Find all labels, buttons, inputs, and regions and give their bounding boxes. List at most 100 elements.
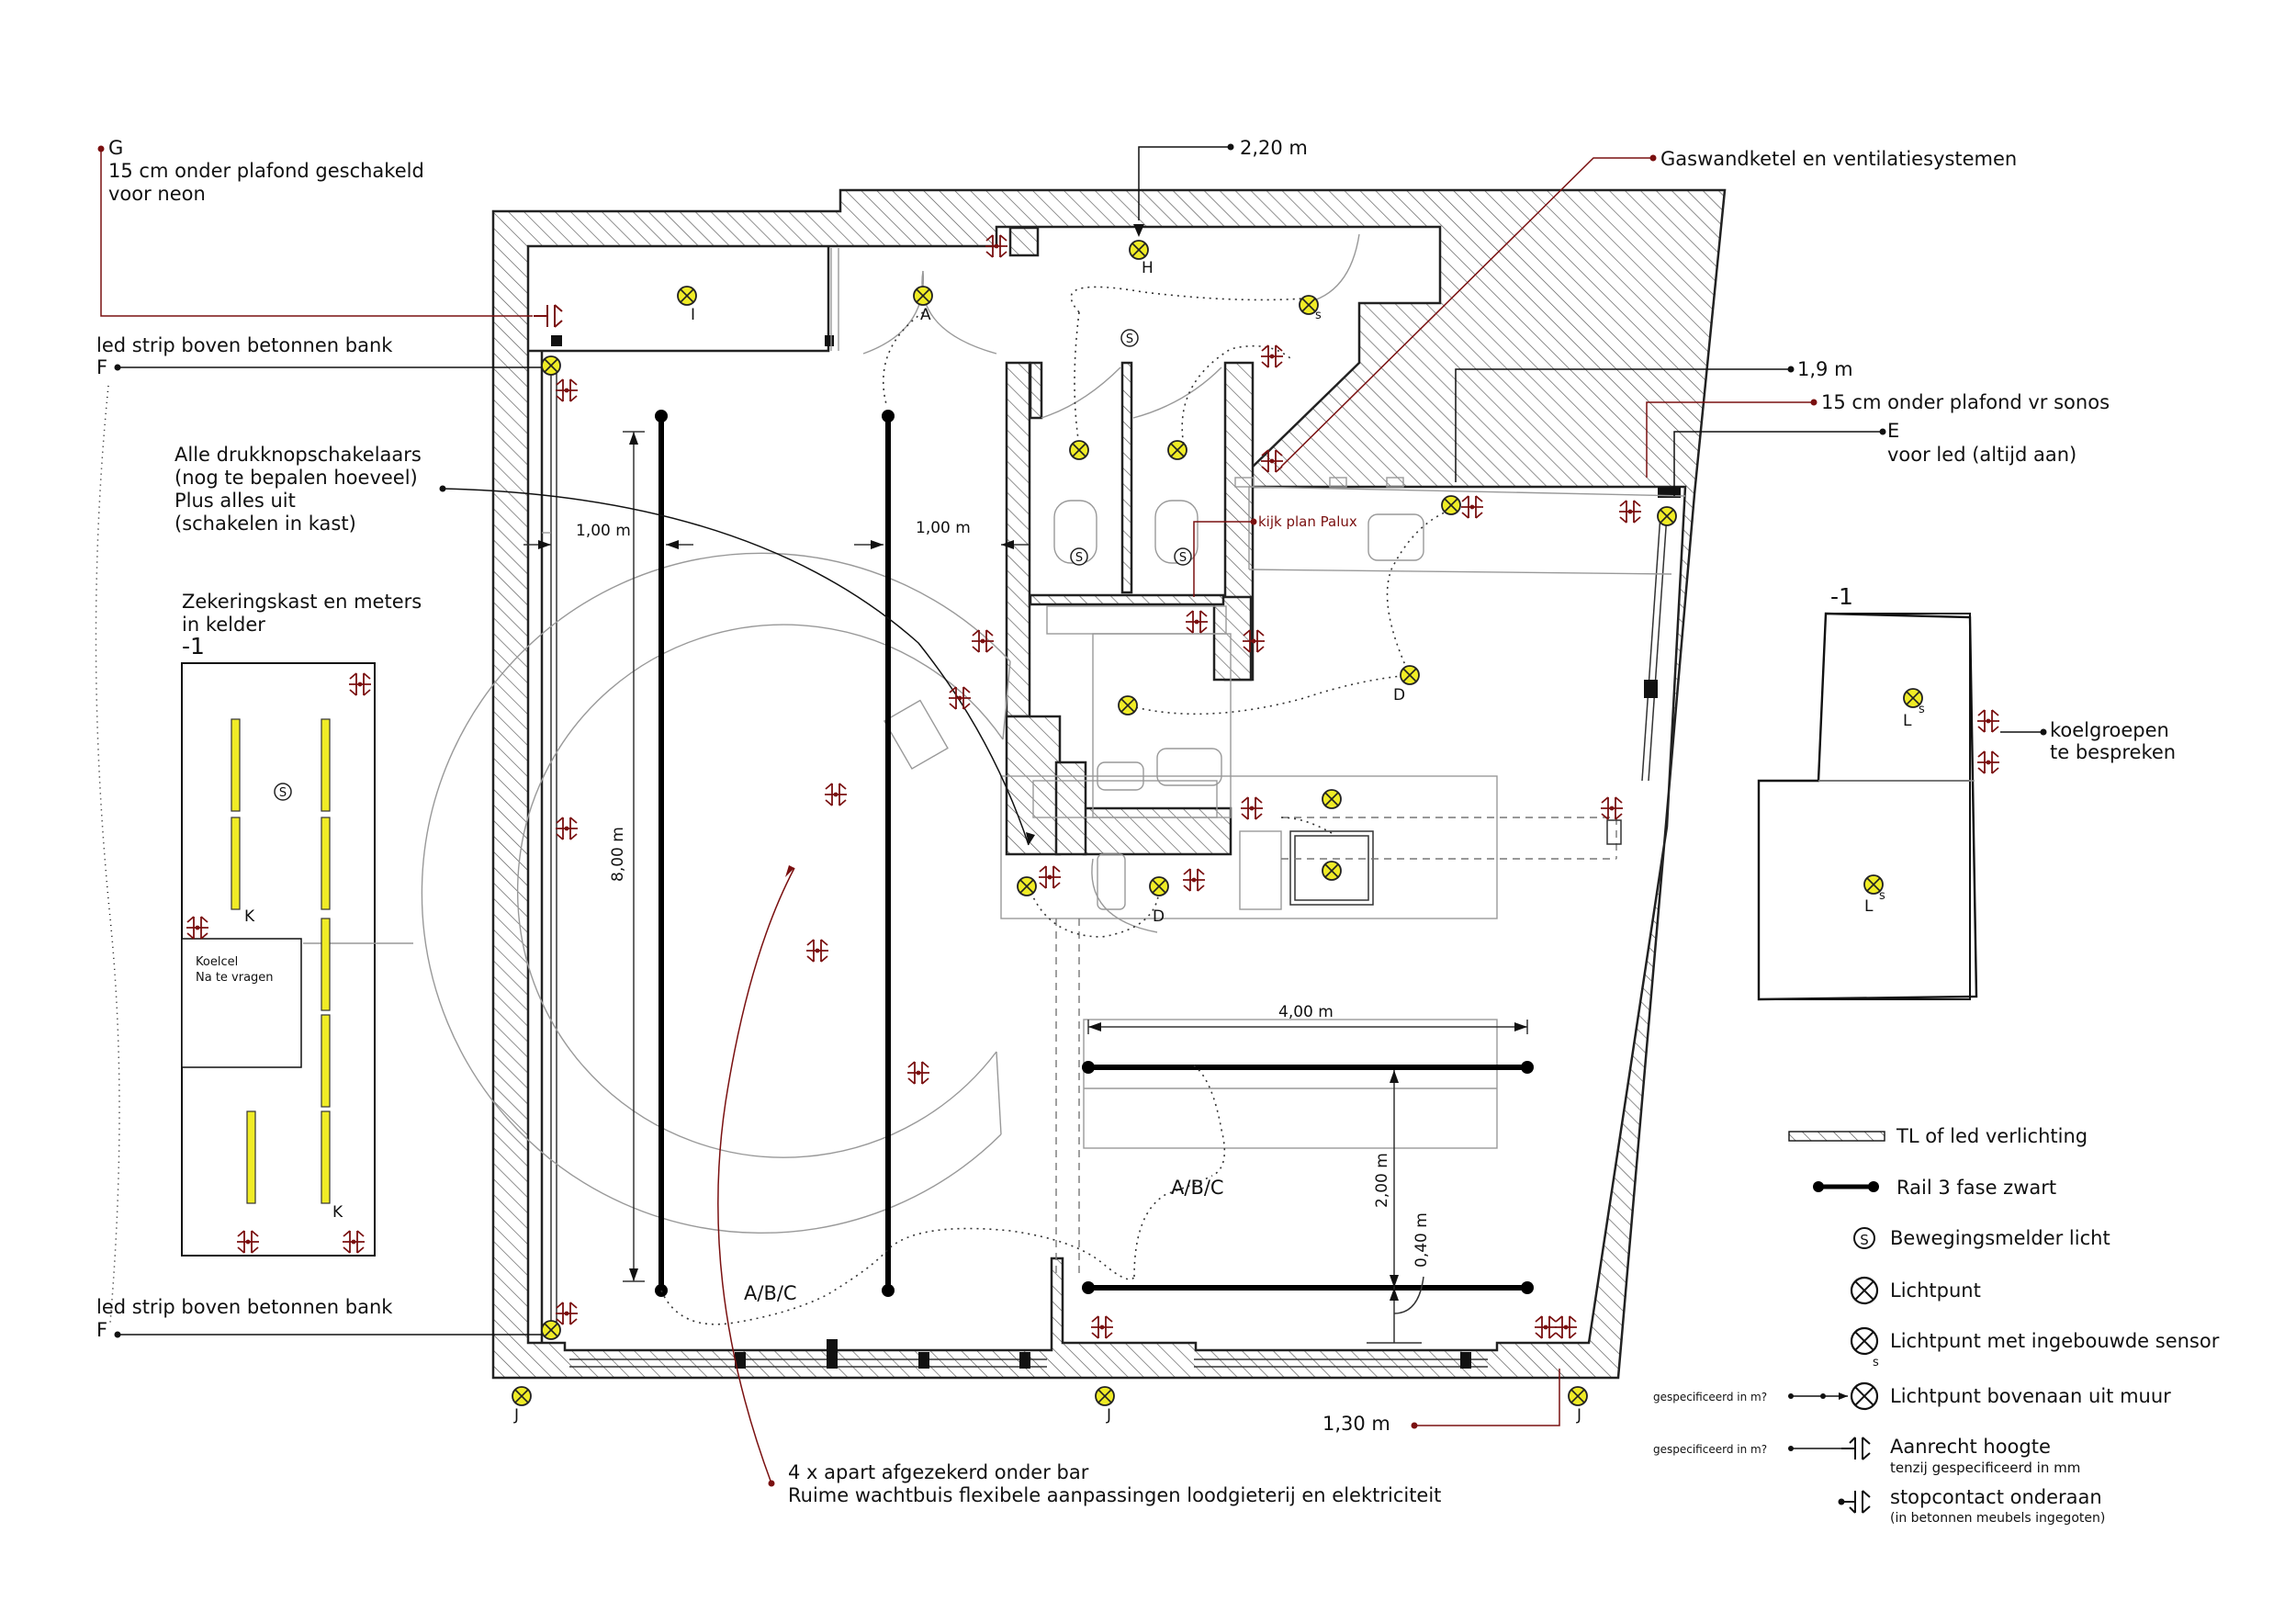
sensor-sub: s — [1919, 703, 1925, 716]
legend-rail: Rail 3 fase zwart — [1896, 1177, 2056, 1199]
motion-sensor-icon — [1174, 547, 1192, 566]
socket-icon — [1534, 1315, 1558, 1339]
sensor-sub: s — [1879, 889, 1885, 903]
f-top-text: led strip boven betonnen bank — [96, 334, 393, 356]
socket-icon — [824, 783, 848, 806]
f-bottom-letter: F — [96, 1319, 107, 1341]
legend-light: Lichtpunt — [1890, 1279, 1981, 1302]
socket-icon — [1600, 796, 1624, 820]
legend-spec1: gespecificeerd in m? — [1653, 1391, 1767, 1403]
basement-panel — [1757, 612, 1978, 1001]
motion-sensor-icon — [274, 783, 292, 801]
dim-200: 2,00 m — [1373, 1153, 1391, 1208]
light-point-icon — [1322, 861, 1342, 881]
push-line1: Alle drukknopschakelaars — [174, 444, 422, 466]
legend-motion: Bewegingsmelder licht — [1890, 1227, 2110, 1249]
letter-abc1: A/B/C — [1171, 1177, 1224, 1199]
push-line4: (schakelen in kast) — [174, 513, 356, 535]
koel-line1: koelgroepen — [2050, 719, 2169, 741]
fuse-level: -1 — [182, 633, 205, 659]
dimension-lines — [523, 431, 1528, 1344]
socket-icon — [1185, 610, 1209, 634]
letter-j3: J — [1576, 1406, 1581, 1425]
light-point-icon — [1069, 440, 1089, 460]
legend-wall-light: Lichtpunt bovenaan uit muur — [1890, 1385, 2171, 1407]
height-220: 2,20 m — [1240, 137, 1308, 159]
legend-graphics: S — [1788, 1131, 1885, 1514]
fuse-box-panel — [181, 662, 413, 1257]
koelcel-line1: Koelcel — [196, 955, 238, 969]
letter-k1: K — [244, 907, 255, 926]
bar-line1: 4 x apart afgezekerd onder bar — [788, 1461, 1089, 1483]
letter-a: A — [920, 306, 931, 324]
socket-icon — [906, 1061, 930, 1085]
building-walls — [491, 188, 1727, 1380]
sonos-label: 15 cm onder plafond vr sonos — [1821, 391, 2110, 413]
letter-j2: J — [1106, 1406, 1111, 1425]
letter-i: I — [691, 306, 695, 324]
light-point-icon — [677, 286, 697, 306]
rails — [655, 410, 1534, 1297]
light-point-icon — [541, 355, 561, 376]
legend-spec2: gespecificeerd in m? — [1653, 1443, 1767, 1456]
push-line3: Plus alles uit — [174, 490, 296, 512]
f-top-letter: F — [96, 356, 107, 378]
annotations: G 15 cm onder plafond geschakeld voor ne… — [96, 137, 2220, 1526]
switch-connections — [660, 286, 1452, 1325]
bar-line2: Ruime wachtbuis flexibele aanpassingen l… — [788, 1484, 1441, 1506]
letter-h: H — [1142, 259, 1154, 277]
legend-tl: TL of led verlichting — [1896, 1125, 2088, 1147]
fuse-line2: in kelder — [182, 614, 265, 636]
legend-socket-sub: (in betonnen meubels ingegoten) — [1890, 1511, 2105, 1526]
socket-icon — [1240, 796, 1264, 820]
koelcel-line2: Na te vragen — [196, 971, 274, 985]
socket-icon — [971, 629, 995, 653]
light-point-icon — [1095, 1386, 1115, 1406]
dim-040: 0,40 m — [1412, 1212, 1431, 1268]
g-letter: G — [108, 137, 123, 159]
light-point-icon — [1322, 789, 1342, 809]
fuse-line1: Zekeringskast en meters — [182, 591, 422, 613]
height-19: 1,9 m — [1797, 358, 1853, 380]
e-text: voor led (altijd aan) — [1887, 444, 2077, 466]
socket-icon — [1182, 868, 1206, 892]
dim-400: 4,00 m — [1278, 1003, 1334, 1021]
motion-sensor-icon — [1120, 329, 1139, 347]
g-line1: 15 cm onder plafond geschakeld — [108, 160, 424, 182]
sensor-sub: s — [1315, 309, 1322, 322]
legend-socket: stopcontact onderaan — [1890, 1486, 2102, 1508]
letter-abc2: A/B/C — [744, 1282, 797, 1304]
dim-800: 8,00 m — [609, 827, 627, 882]
letter-j1: J — [513, 1406, 519, 1425]
kijk-plan-label: kijk plan Palux — [1258, 513, 1357, 530]
legend-counter-sub: tenzij gespecificeerd in mm — [1890, 1460, 2080, 1476]
push-line2: (nog te bepalen hoeveel) — [174, 467, 418, 489]
e-letter: E — [1887, 420, 1899, 442]
g-line2: voor neon — [108, 183, 206, 205]
light-point-icon — [1017, 876, 1037, 896]
socket-icon — [1090, 1315, 1114, 1339]
light-point-icon — [1167, 440, 1187, 460]
curved-bench — [421, 552, 1011, 1234]
leader-lines — [95, 143, 2047, 1487]
dim-100-right: 1,00 m — [916, 519, 971, 537]
dim-100-left: 1,00 m — [576, 522, 631, 540]
height-130: 1,30 m — [1322, 1413, 1390, 1435]
light-point-icon — [1657, 506, 1677, 526]
svg-text:S: S — [1860, 1232, 1869, 1248]
letter-l2: L — [1864, 897, 1874, 916]
light-point-icon — [1568, 1386, 1588, 1406]
socket-icon — [1976, 750, 2000, 774]
socket-icon — [1618, 500, 1642, 524]
light-point-icon — [913, 286, 933, 306]
light-point-icon — [1441, 495, 1461, 515]
light-point-icon — [541, 1320, 561, 1340]
letter-l1: L — [1903, 712, 1912, 730]
fixtures — [883, 477, 1686, 1149]
service-lines — [1055, 817, 1622, 1277]
socket-icon — [1038, 865, 1062, 889]
motion-sensor-icon — [1070, 547, 1088, 566]
light-point-icon — [512, 1386, 532, 1406]
socket-icon — [805, 939, 829, 963]
legend-sensor-sub: s — [1873, 1356, 1879, 1369]
